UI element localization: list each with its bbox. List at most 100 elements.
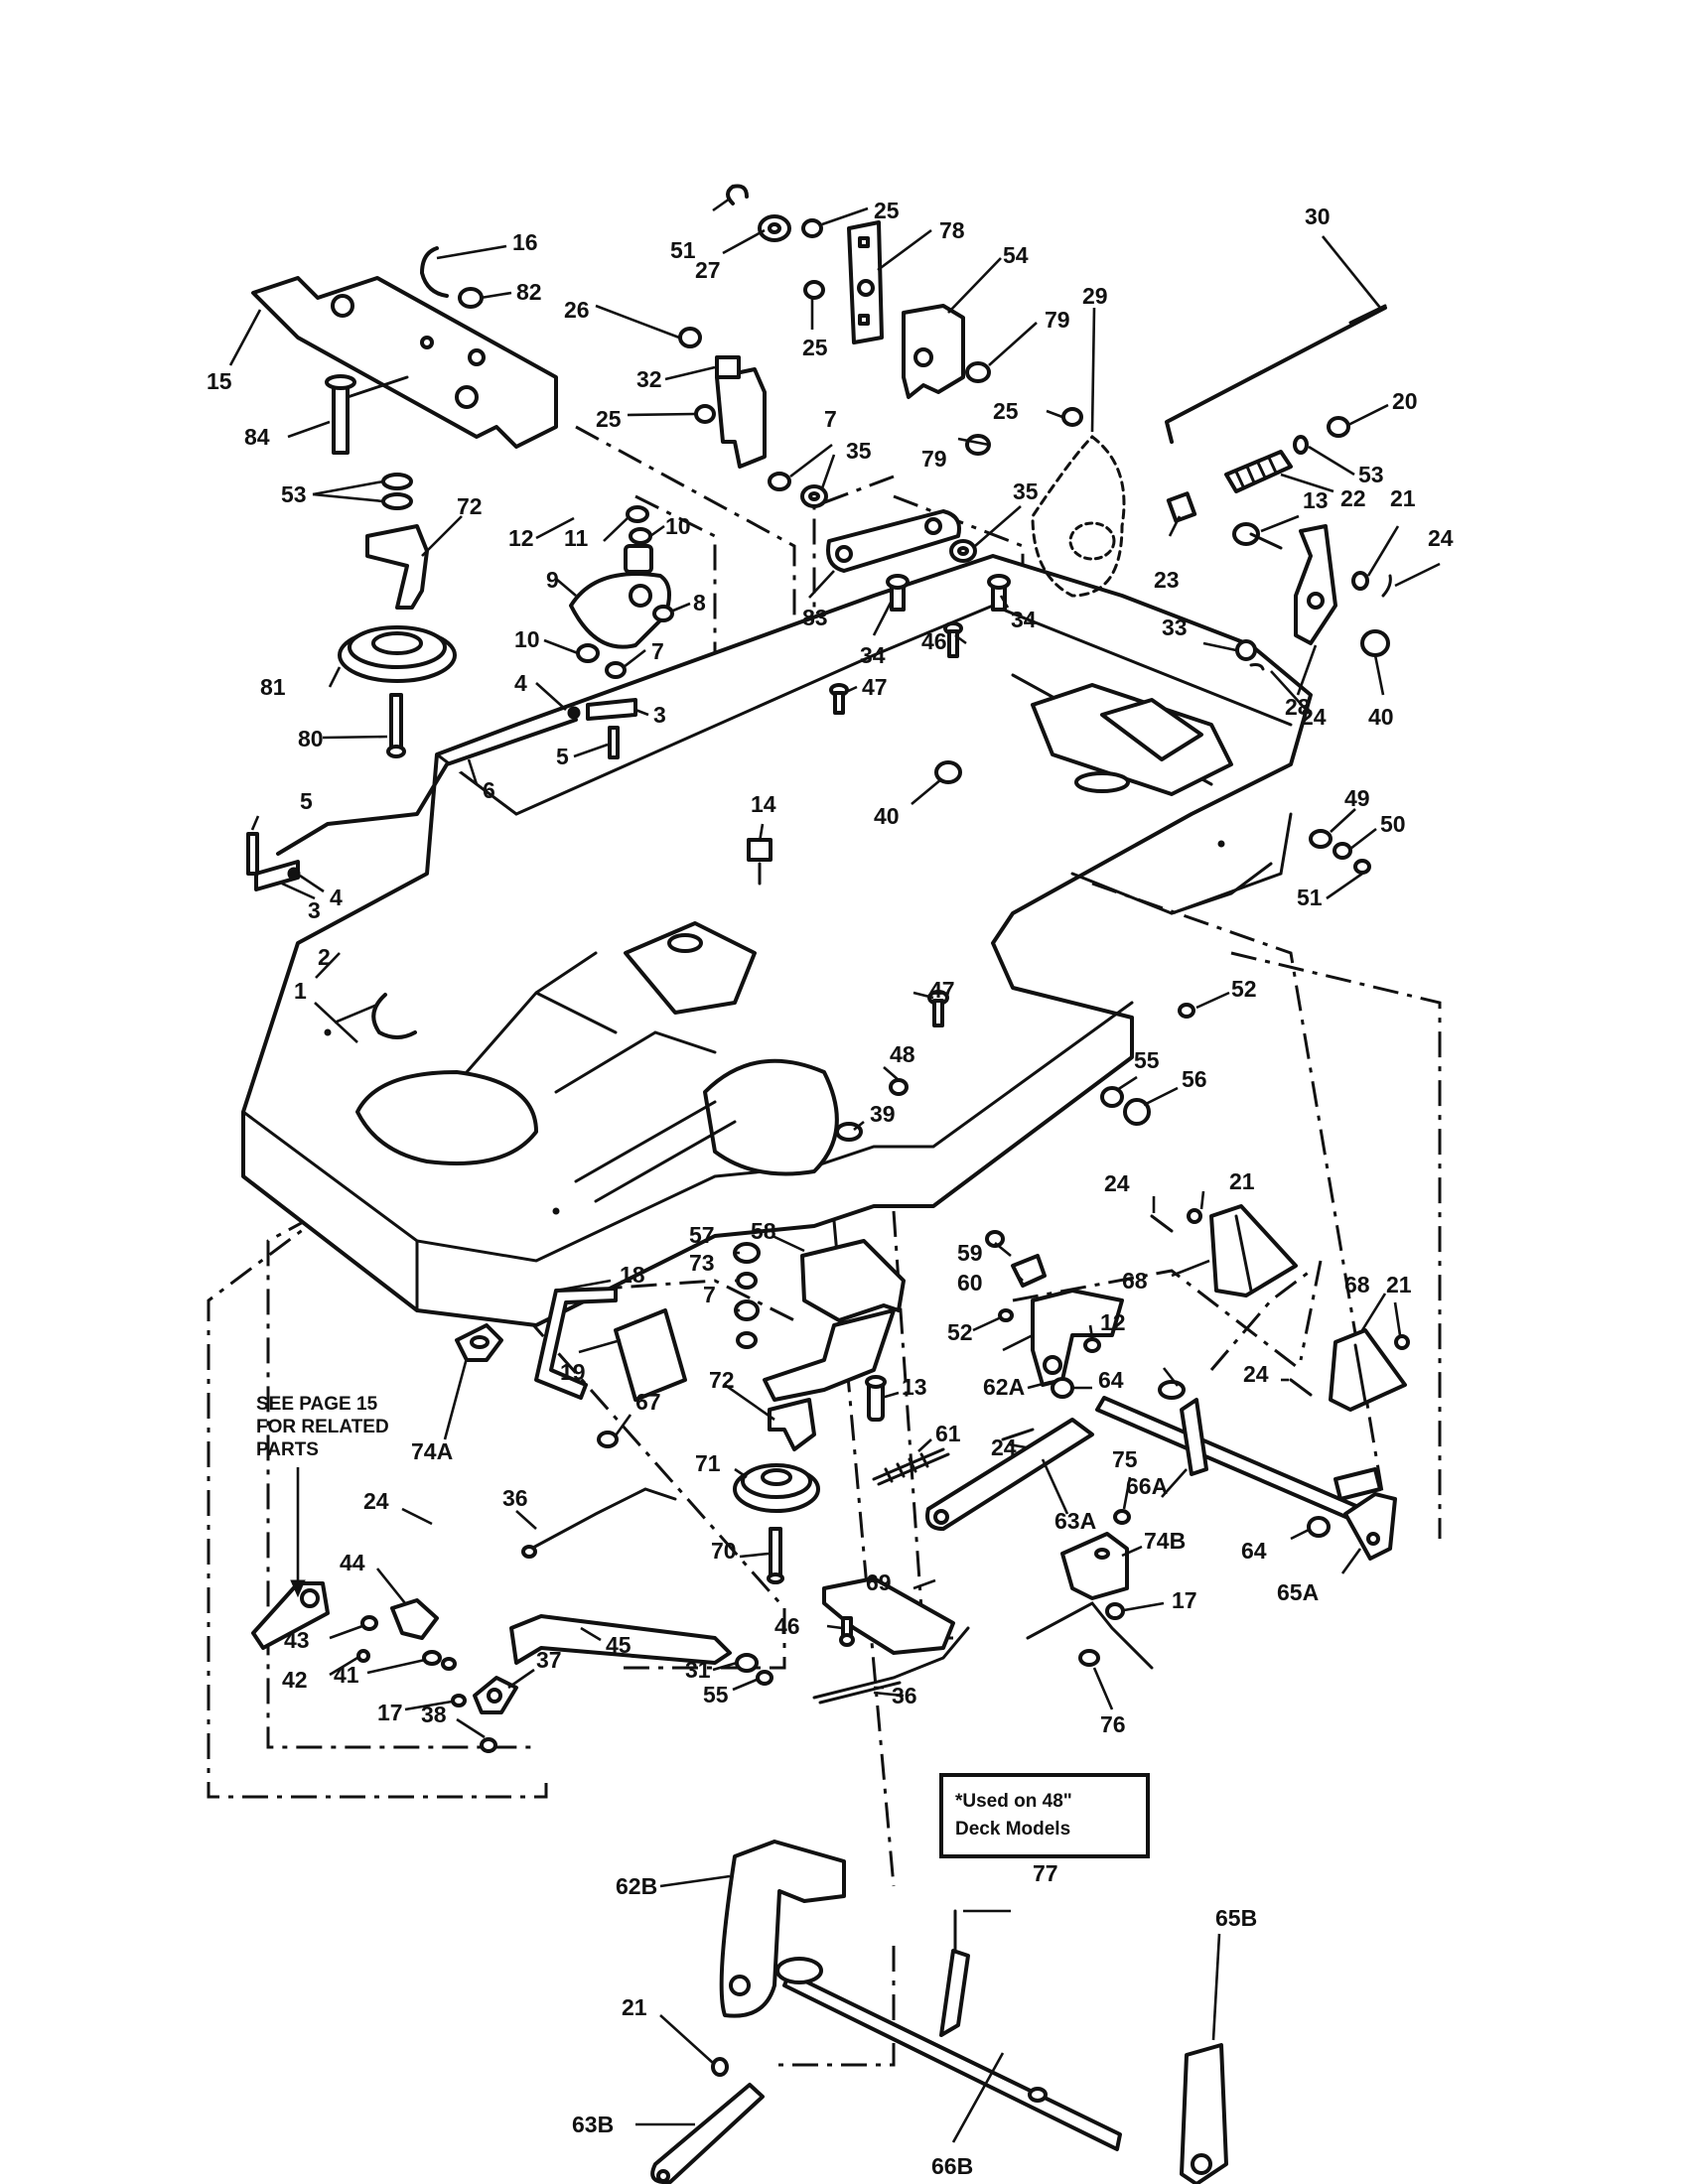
callout-78: 78 bbox=[939, 217, 965, 243]
callout-67: 67 bbox=[635, 1389, 661, 1415]
callout-39: 39 bbox=[870, 1101, 896, 1127]
callout-12-top: 12 bbox=[508, 525, 534, 551]
deck-note-box: *Used on 48" Deck Models bbox=[939, 1773, 1150, 1858]
part-71-pulley bbox=[733, 1463, 820, 1513]
part-5-bolt-upper bbox=[608, 726, 620, 759]
callout-55-top: 55 bbox=[1134, 1047, 1160, 1073]
callout-79-a: 79 bbox=[1045, 307, 1070, 333]
callout-74A: 74A bbox=[411, 1438, 453, 1464]
callout-33: 33 bbox=[1162, 614, 1188, 640]
part-68-plate-b bbox=[1329, 1328, 1407, 1412]
callout-56: 56 bbox=[1182, 1066, 1207, 1092]
part-62A-bracket bbox=[1031, 1289, 1124, 1387]
part-44-bracket bbox=[390, 1598, 439, 1640]
part-46-bolt-lower bbox=[839, 1616, 855, 1647]
callout-73: 73 bbox=[689, 1250, 715, 1276]
callout-26: 26 bbox=[564, 297, 590, 323]
callout-81: 81 bbox=[260, 674, 286, 700]
callout-63A: 63A bbox=[1054, 1508, 1096, 1534]
part-26-bushing bbox=[678, 327, 702, 348]
callout-18: 18 bbox=[620, 1262, 645, 1288]
callout-57: 57 bbox=[689, 1222, 715, 1248]
see-page-line-2: FOR RELATED bbox=[256, 1417, 389, 1437]
part-53-washers-left bbox=[381, 473, 413, 510]
part-81-pulley bbox=[338, 625, 457, 683]
part-74B-lines bbox=[1026, 1601, 1154, 1670]
callout-51-top: 51 bbox=[670, 237, 696, 263]
callout-21-right-b: 21 bbox=[1386, 1272, 1412, 1297]
see-page-note: SEE PAGE 15 FOR RELATED PARTS bbox=[256, 1394, 389, 1598]
part-17-38-hardware bbox=[451, 1694, 497, 1753]
callout-11: 11 bbox=[564, 525, 589, 551]
callout-24-top: 24 bbox=[1428, 525, 1454, 551]
callout-4-lower: 4 bbox=[330, 885, 343, 910]
part-74A-bracket bbox=[455, 1323, 503, 1362]
part-22-spring bbox=[1224, 450, 1293, 493]
callout-1: 1 bbox=[294, 978, 307, 1004]
callout-61: 61 bbox=[935, 1421, 961, 1446]
part-36-cable-upper bbox=[521, 1487, 677, 1559]
callout-48: 48 bbox=[890, 1041, 915, 1067]
part-76-bolt bbox=[1078, 1649, 1100, 1667]
part-72-bracket-top bbox=[365, 524, 429, 610]
callout-66B: 66B bbox=[931, 2153, 973, 2179]
part-21-washer-top bbox=[1351, 571, 1369, 591]
callout-25-b: 25 bbox=[802, 335, 828, 360]
callout-12-mid: 12 bbox=[1100, 1309, 1126, 1335]
callout-77: 77 bbox=[1033, 1860, 1058, 1886]
part-6-rod bbox=[276, 718, 578, 856]
part-21-washer-bottom bbox=[711, 2057, 729, 2077]
callout-14: 14 bbox=[751, 791, 776, 817]
callout-5-upper: 5 bbox=[556, 744, 569, 769]
part-63B-link bbox=[650, 2083, 765, 2184]
part-79-cap-a bbox=[965, 361, 991, 383]
callout-10-low: 10 bbox=[514, 626, 540, 652]
deck-note-line-1: *Used on 48" bbox=[955, 1791, 1072, 1812]
callout-4-upper: 4 bbox=[514, 670, 527, 696]
part-83-link bbox=[826, 509, 961, 573]
see-page-line-3: PARTS bbox=[256, 1439, 319, 1460]
part-70-bolt bbox=[767, 1527, 784, 1584]
callout-50: 50 bbox=[1380, 811, 1406, 837]
part-25-nut-d bbox=[1061, 407, 1083, 427]
callout-65B: 65B bbox=[1215, 1905, 1257, 1931]
callout-79-b: 79 bbox=[921, 446, 947, 472]
part-64-washer-b bbox=[1307, 1516, 1331, 1538]
part-35-washer-b bbox=[949, 539, 977, 563]
part-33-washer bbox=[1235, 639, 1257, 661]
callout-40-mid: 40 bbox=[874, 803, 900, 829]
callout-40-right: 40 bbox=[1368, 704, 1394, 730]
part-29-dashed-outline bbox=[1031, 435, 1126, 598]
part-8-nut bbox=[652, 605, 674, 622]
callout-42: 42 bbox=[282, 1667, 308, 1693]
callout-49: 49 bbox=[1344, 785, 1370, 811]
part-25-nut-c bbox=[801, 218, 823, 238]
callout-53-right: 53 bbox=[1358, 462, 1384, 487]
callout-36-upper: 36 bbox=[502, 1485, 528, 1511]
part-35-washer-a bbox=[800, 484, 828, 508]
part-24-pin-lower bbox=[1001, 1428, 1035, 1441]
part-52-12-hardware-mid bbox=[998, 1308, 1101, 1353]
callout-35-a: 35 bbox=[846, 438, 872, 464]
callout-7-top: 7 bbox=[824, 406, 837, 432]
callout-22: 22 bbox=[1340, 485, 1366, 511]
callout-24-lowmid: 24 bbox=[991, 1434, 1017, 1460]
callout-21-right-a: 21 bbox=[1229, 1168, 1255, 1194]
callout-13-top: 13 bbox=[1303, 487, 1329, 513]
callout-69: 69 bbox=[866, 1570, 892, 1595]
part-25-nut-b bbox=[803, 280, 825, 300]
callout-36-lower: 36 bbox=[892, 1683, 917, 1708]
callout-52-mid: 52 bbox=[947, 1319, 973, 1345]
part-66B-shaft bbox=[775, 1949, 1122, 2151]
part-53-washer-right bbox=[1293, 435, 1309, 455]
callout-25-a: 25 bbox=[596, 406, 622, 432]
part-45-rod bbox=[509, 1614, 732, 1665]
part-82-nut bbox=[458, 287, 484, 309]
part-15-bracket bbox=[251, 276, 558, 449]
part-84-pin bbox=[325, 374, 409, 455]
callout-71: 71 bbox=[695, 1450, 721, 1476]
callout-65A: 65A bbox=[1277, 1579, 1319, 1605]
callout-72-mid: 72 bbox=[709, 1367, 735, 1393]
part-63A-link bbox=[925, 1418, 1094, 1531]
callout-64-b: 64 bbox=[1241, 1538, 1267, 1564]
